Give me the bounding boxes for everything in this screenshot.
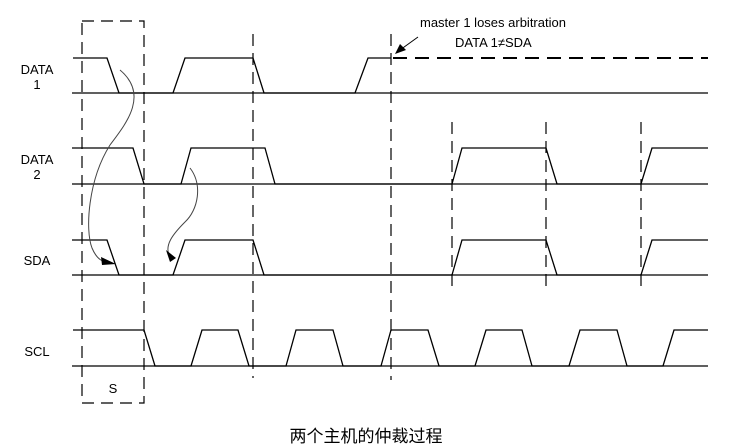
sda-waveform — [72, 239, 708, 276]
signal-label-data1: DATA 1 — [15, 62, 59, 92]
arrowhead-icon — [395, 44, 406, 54]
curved-arrow — [167, 167, 199, 256]
annotation-line1: master 1 loses arbitration — [420, 15, 566, 30]
signal-name: DATA — [20, 62, 54, 77]
annotation-line2: DATA 1≠SDA — [455, 35, 532, 50]
signal-name: DATA — [20, 152, 54, 167]
arrowhead-icon — [101, 257, 116, 265]
signal-label-data2: DATA 2 — [15, 152, 59, 182]
data2-waveform — [72, 147, 708, 185]
start-condition-box — [81, 20, 145, 404]
signal-label-scl: SCL — [24, 344, 50, 359]
scl-waveform — [73, 329, 708, 367]
arrowhead-icon — [166, 250, 176, 262]
signal-index: 2 — [33, 167, 41, 182]
signal-label-sda: SDA — [23, 253, 51, 268]
curved-arrow — [88, 69, 135, 264]
signal-index: 1 — [33, 77, 41, 92]
data1-waveform — [73, 57, 391, 94]
figure-caption: 两个主机的仲裁过程 — [289, 427, 443, 447]
start-label: S — [108, 381, 118, 396]
